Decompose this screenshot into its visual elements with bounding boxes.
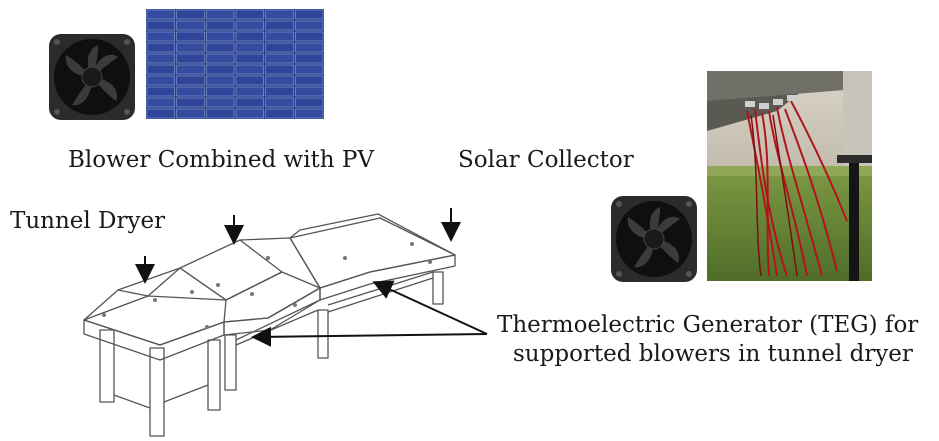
teg-label-line1: Thermoelectric Generator (TEG) for [497,312,919,338]
teg-blower-fan-icon [610,195,698,283]
solar-collector-label: Solar Collector [458,147,634,173]
tunnel-dryer-label: Tunnel Dryer [10,208,166,234]
teg-label-line2: supported blowers in tunnel dryer [513,341,913,367]
solar-collector-photo [707,71,872,281]
blower-pv-label: Blower Combined with PV [68,147,374,173]
pv-panel-image [146,9,324,119]
blower-fan-icon [48,33,136,121]
